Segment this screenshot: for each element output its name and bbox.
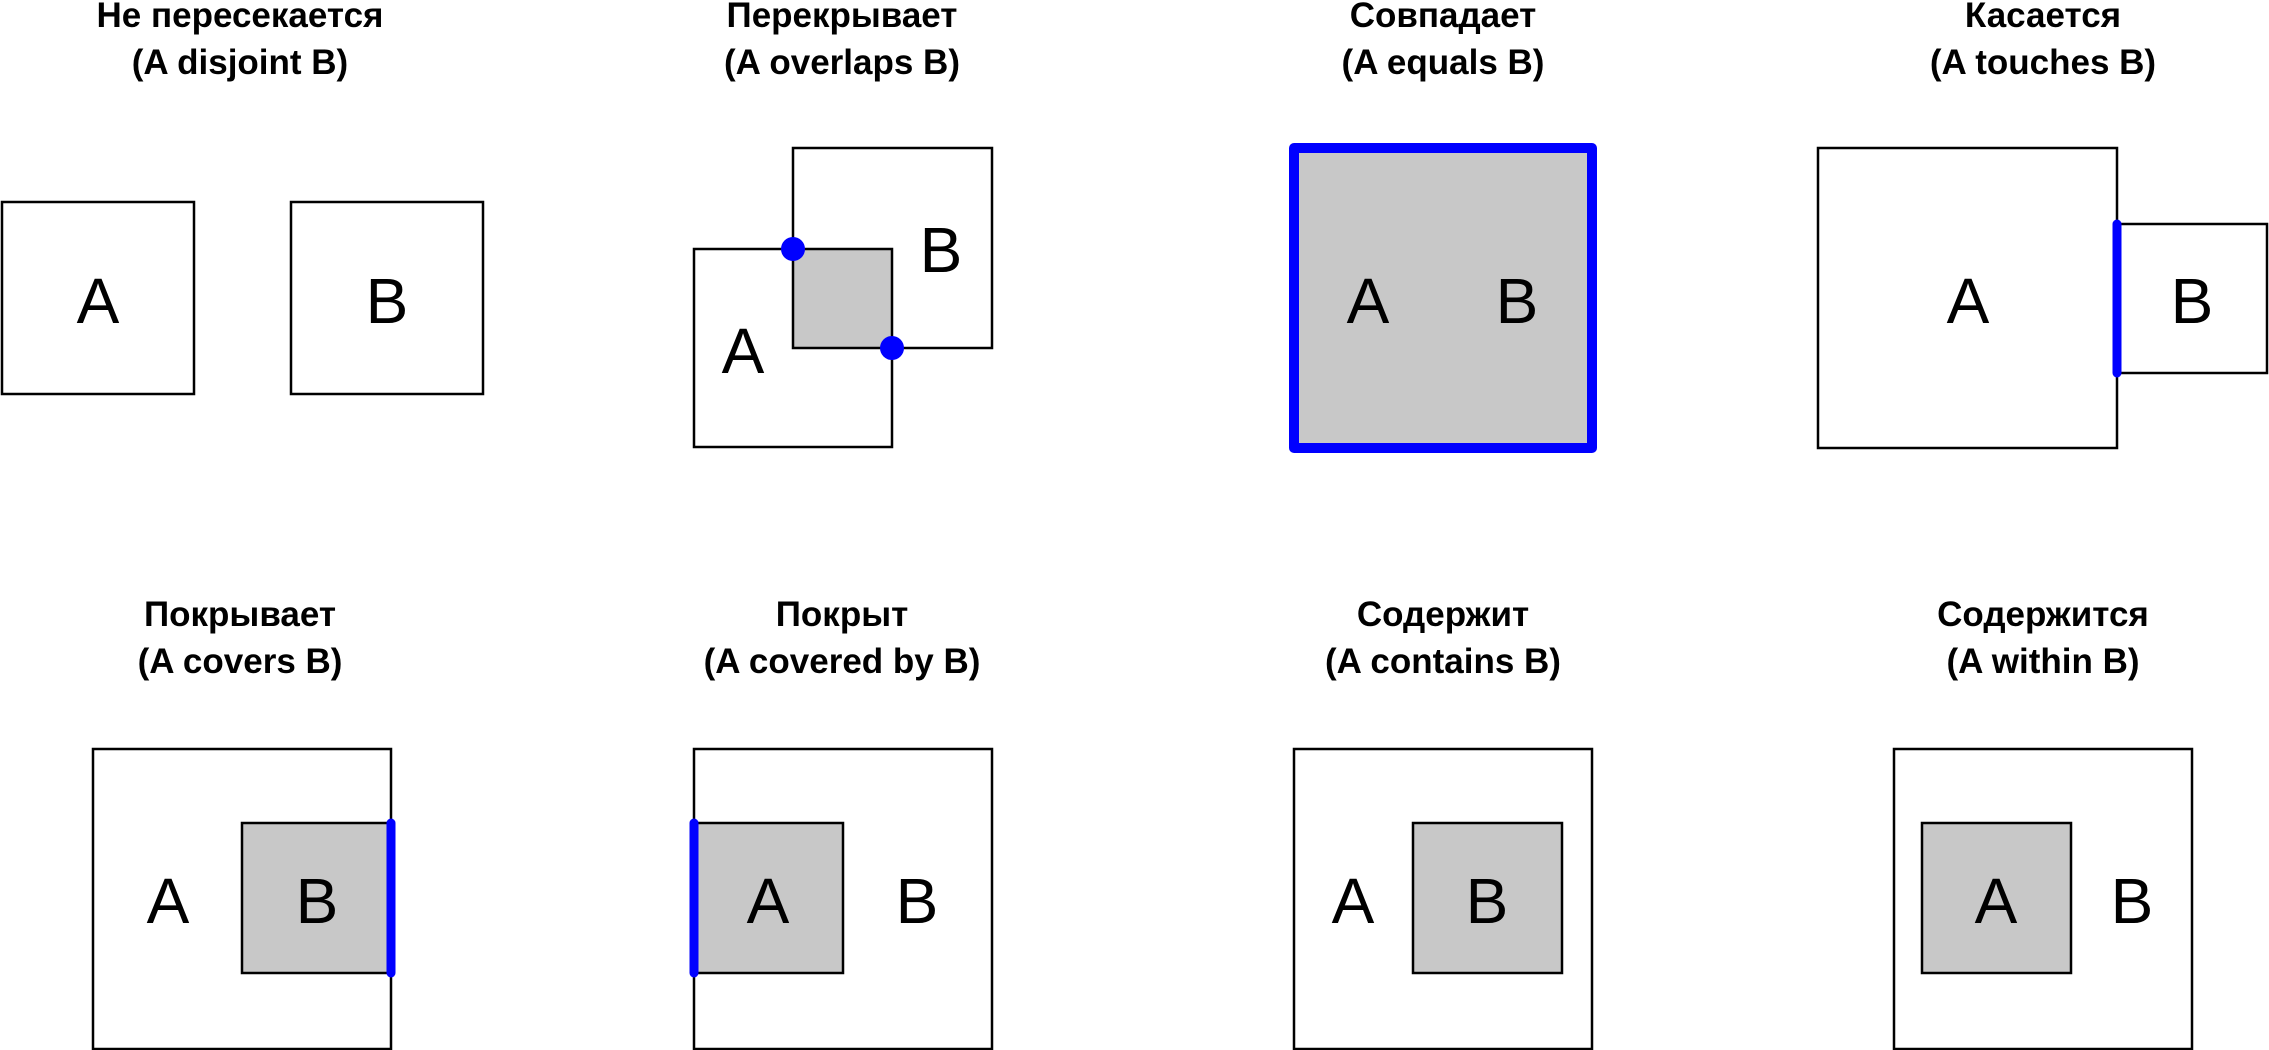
contains-label-b: B: [1466, 865, 1509, 937]
panel-covers: A B: [91, 747, 396, 1050]
title-overlaps-ru: Перекрывает: [726, 0, 958, 35]
title-touches: Касается (A touches B): [1763, 0, 2269, 86]
within-shape-a: [1920, 821, 2073, 975]
title-touches-ru: Касается: [1964, 0, 2122, 35]
title-covers: Покрывает (A covers B): [0, 591, 520, 685]
within-label-a: A: [1975, 865, 2018, 937]
title-contains-en: (A contains B): [1325, 642, 1561, 681]
overlaps-label-a: A: [722, 315, 765, 387]
title-covers-en: (A covers B): [137, 642, 343, 681]
title-contains: Содержит (A contains B): [1163, 591, 1723, 685]
panel-contains: A B: [1292, 747, 1594, 1050]
contains-label-a: A: [1332, 865, 1375, 937]
panel-within: A B: [1892, 747, 2194, 1050]
title-covered-by: Покрыт (A covered by B): [562, 591, 1122, 685]
covered-by-label-a: A: [747, 865, 790, 937]
touches-shape-b: [2115, 222, 2269, 375]
covered-by-shape-a: [692, 821, 845, 975]
touches-shape-a: [1816, 146, 2119, 450]
panel-touches: A B: [1816, 146, 2269, 450]
title-covers-ru: Покрывает: [144, 595, 336, 634]
title-overlaps-en: (A overlaps B): [724, 43, 960, 82]
panel-disjoint: A B: [0, 200, 485, 396]
title-covered-by-ru: Покрыт: [775, 595, 909, 634]
overlaps-intersection: [793, 249, 892, 348]
overlaps-intersection-point-1: [781, 237, 805, 261]
touches-label-a: A: [1947, 265, 1990, 337]
disjoint-shape-b: [289, 200, 485, 396]
contains-shape-b: [1411, 821, 1564, 975]
panel-overlaps: A B: [692, 146, 994, 449]
title-disjoint-ru: Не пересекается: [96, 0, 384, 35]
panel-covered-by: A B: [689, 747, 994, 1050]
title-overlaps: Перекрывает (A overlaps B): [562, 0, 1122, 86]
touches-label-b: B: [2171, 265, 2214, 337]
covers-label-b: B: [296, 865, 339, 937]
title-within: Содержится (A within B): [1763, 591, 2269, 685]
title-contains-ru: Содержит: [1356, 595, 1530, 634]
title-disjoint-en: (A disjoint B): [131, 43, 349, 82]
title-equals: Совпадает (A equals B): [1163, 0, 1723, 86]
panel-equals: A B: [1289, 143, 1597, 453]
title-equals-en: (A equals B): [1341, 43, 1545, 82]
covers-label-a: A: [147, 865, 190, 937]
title-touches-en: (A touches B): [1929, 43, 2157, 82]
within-label-b: B: [2111, 865, 2154, 937]
title-within-en: (A within B): [1946, 642, 2140, 681]
title-equals-ru: Совпадает: [1349, 0, 1537, 35]
overlaps-intersection-point-2: [880, 336, 904, 360]
title-covered-by-en: (A covered by B): [703, 642, 981, 681]
title-within-ru: Содержится: [1937, 595, 2149, 634]
equals-label-a: A: [1347, 265, 1390, 337]
disjoint-shape-a: [0, 200, 196, 396]
disjoint-label-b: B: [366, 265, 409, 337]
disjoint-label-a: A: [77, 265, 120, 337]
equals-label-b: B: [1496, 265, 1539, 337]
equals-shape-ab: [1289, 143, 1597, 453]
overlaps-label-b: B: [920, 214, 963, 286]
covered-by-label-b: B: [896, 865, 939, 937]
title-disjoint: Не пересекается (A disjoint B): [0, 0, 520, 86]
